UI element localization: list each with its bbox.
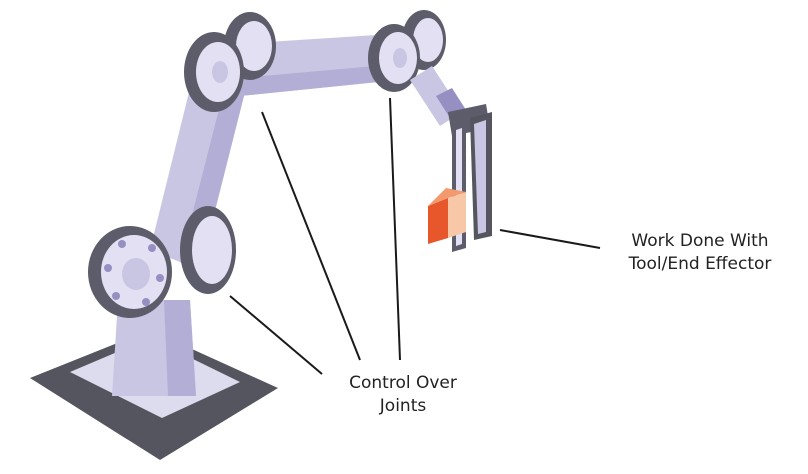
workpiece-side [428,198,448,244]
shoulder-bolt [112,292,120,300]
tool-label-line1: Work Done With [631,231,769,251]
shoulder-hub [122,258,150,290]
shoulder-flange-back-face [192,216,232,284]
upper-arm-shade [240,64,398,96]
workpiece-top [428,188,466,206]
wrist-flange-back-face [413,18,443,62]
joints-label-line1: Control Over [349,373,457,393]
leader-line-elbow [261,111,361,361]
shoulder-joint [88,206,236,318]
leader-line-wrist [389,97,401,361]
tool-label-line2: Tool/End Effector [628,254,772,274]
leader-line-shoulder [229,295,323,375]
shoulder-bolt [156,274,164,282]
leader-lines [229,97,601,375]
gripper-finger-back-face [474,120,486,234]
shoulder-bolt [118,240,126,248]
elbow-joint [184,12,276,112]
shoulder-bolt [142,298,150,306]
workpiece-front [448,192,466,238]
end-effector [428,104,492,252]
tool-end-effector-label: Work Done With Tool/End Effector [600,230,800,276]
leader-line-tool [499,229,601,249]
elbow-flange-back-face [236,21,272,71]
shoulder-bolt [104,264,112,272]
wrist-hub [393,48,407,68]
control-over-joints-label: Control Over Joints [318,372,488,418]
robot-base [30,300,278,460]
wrist-joint [368,10,446,92]
shoulder-bolt [148,244,156,252]
upper-arm-link [236,34,398,96]
joints-label-line2: Joints [379,396,427,416]
elbow-hub [212,61,228,83]
base-pedestal-shade [164,300,196,396]
